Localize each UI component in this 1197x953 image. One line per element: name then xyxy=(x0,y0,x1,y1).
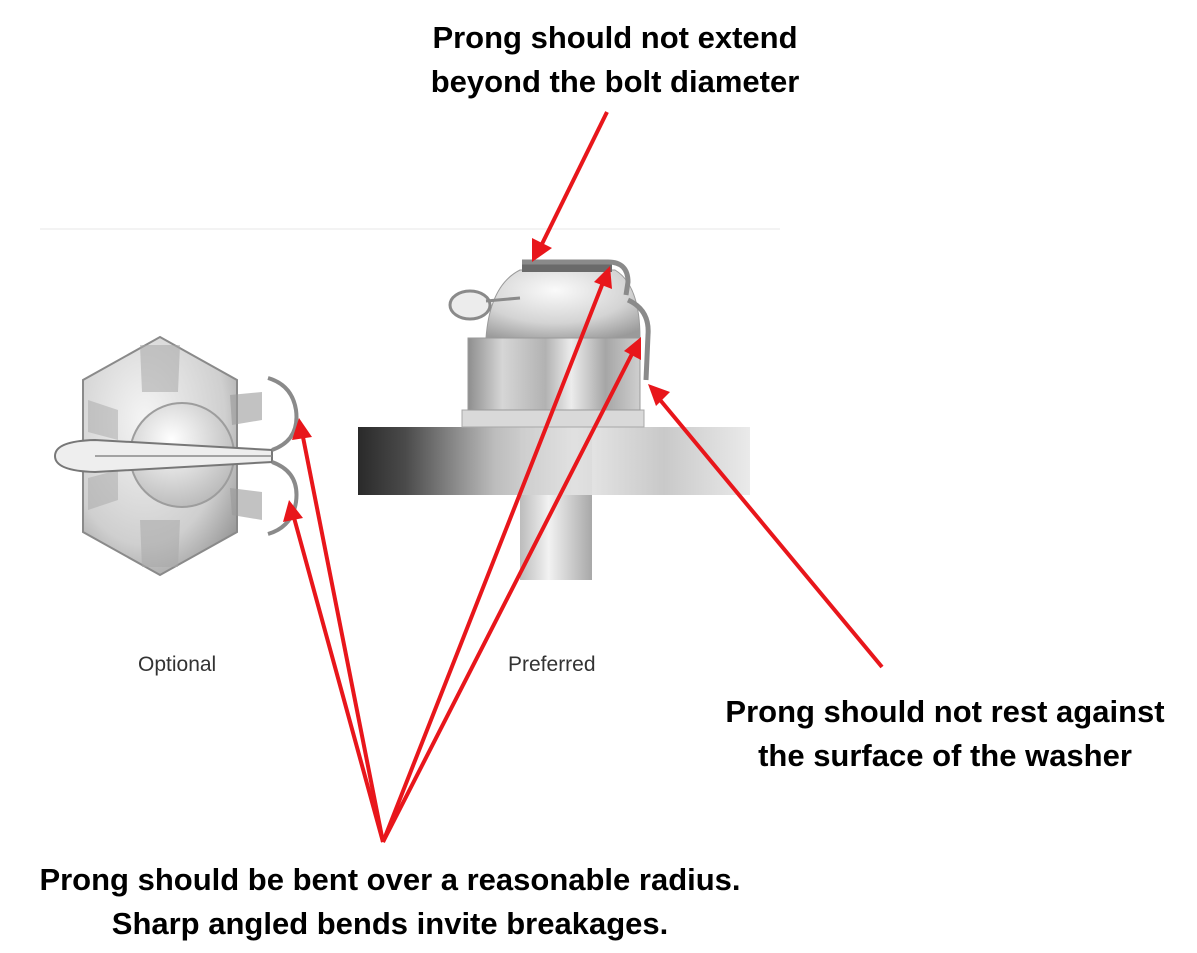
arrow-bottom-to-preferred-side xyxy=(381,337,641,843)
callout-right-line-2: the surface of the washer xyxy=(758,738,1132,773)
arrow-bottom-to-preferred-top xyxy=(381,266,612,843)
callout-right-line-1: Prong should not rest against xyxy=(725,694,1165,729)
callout-arrows xyxy=(283,111,884,843)
callout-bottom-line-2: Sharp angled bends invite breakages. xyxy=(111,906,669,941)
arrow-right-callout xyxy=(648,384,884,669)
arrow-top-callout xyxy=(532,111,609,262)
callout-right: Prong should not rest against the surfac… xyxy=(690,690,1197,778)
callout-top-line-1: Prong should not extend xyxy=(432,20,798,55)
callout-bottom: Prong should be bent over a reasonable r… xyxy=(0,858,780,946)
optional-nut-top-view xyxy=(53,335,299,577)
caption-optional: Optional xyxy=(138,653,217,676)
arrow-bottom-to-optional-upper xyxy=(292,418,385,843)
preferred-nut-side-view xyxy=(358,259,750,580)
arrow-bottom-to-optional-lower xyxy=(283,500,385,843)
caption-preferred: Preferred xyxy=(508,653,596,676)
callout-top: Prong should not extend beyond the bolt … xyxy=(350,16,880,104)
background-seam xyxy=(40,228,780,230)
callout-bottom-line-1: Prong should be bent over a reasonable r… xyxy=(39,862,741,897)
callout-top-line-2: beyond the bolt diameter xyxy=(430,64,800,99)
